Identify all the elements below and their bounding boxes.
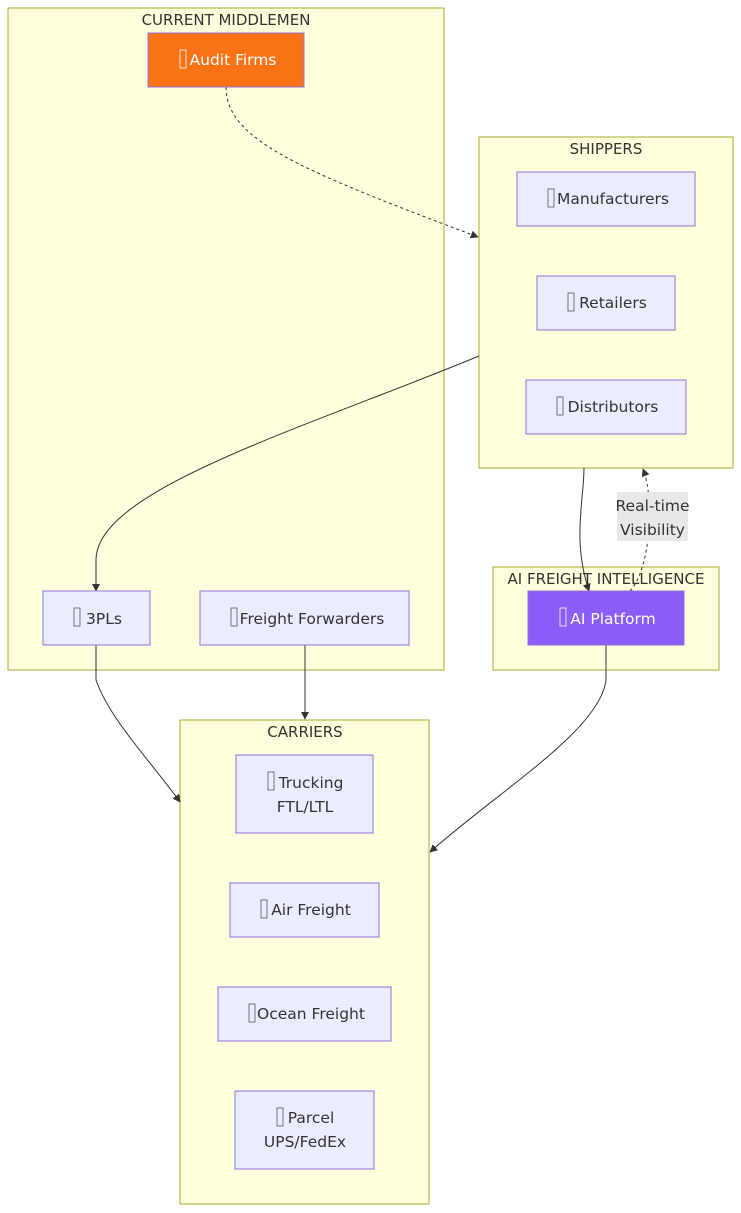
node-label-line-2: UPS/FedEx [264,1133,346,1151]
edge-label-line-1: Real-time [615,497,689,515]
placeholder-glyph-icon [547,188,555,208]
edge-3pls-to-carriers [95,645,181,803]
node-retailers: Retailers [536,275,676,331]
edge-label-real-time-visibility: Real-time Visibility [615,492,690,541]
cluster-title-shippers: SHIPPERS [570,140,643,158]
placeholder-glyph-icon [73,607,81,627]
edge-shippers-to-ai-platform [579,467,591,592]
placeholder-glyph-icon [276,1107,284,1127]
placeholder-glyph-icon [179,49,187,69]
cluster-title-middlemen: CURRENT MIDDLEMEN [142,11,311,29]
node-label: 3PLs [86,610,122,628]
node-label: Air Freight [271,901,351,919]
placeholder-glyph-icon [260,899,268,919]
node-air-freight: Air Freight [229,882,380,938]
placeholder-glyph-icon [230,607,238,627]
node-label-line-1: Trucking [278,774,344,792]
cluster-title-ai: AI FREIGHT INTELLIGENCE [508,570,705,588]
placeholder-glyph-icon [248,1003,256,1023]
edge-label-line-2: Visibility [620,521,685,539]
edge-shippers-to-3pls [92,355,480,592]
node-label: Audit Firms [190,51,277,69]
node-label-line-2: FTL/LTL [277,798,334,816]
cluster-middlemen: CURRENT MIDDLEMEN [7,7,445,671]
node-label: Manufacturers [557,190,669,208]
node-label: Freight Forwarders [240,610,385,628]
node-audit-firms: Audit Firms [147,32,305,88]
node-ai-platform: AI Platform [527,590,685,646]
node-3pls: 3PLs [42,590,151,646]
node-label-line-1: Parcel [288,1109,335,1127]
node-manufacturers: Manufacturers [516,171,696,227]
node-parcel: Parcel UPS/FedEx [234,1090,375,1170]
node-ocean-freight: Ocean Freight [217,986,392,1042]
placeholder-glyph-icon [556,396,564,416]
node-label: AI Platform [570,610,655,628]
node-distributors: Distributors [525,379,687,435]
node-freight-forwarders: Freight Forwarders [199,590,410,646]
placeholder-glyph-icon [567,292,575,312]
placeholder-glyph-icon [559,607,567,627]
node-label: Ocean Freight [257,1005,365,1023]
node-trucking: Trucking FTL/LTL [235,754,374,834]
cluster-title-carriers: CARRIERS [267,723,342,741]
edge-audit-firms-to-shippers [225,86,479,239]
placeholder-glyph-icon [267,771,275,791]
node-label: Distributors [568,398,659,416]
edge-ai-platform-to-carriers [429,645,607,853]
node-label: Retailers [579,294,647,312]
